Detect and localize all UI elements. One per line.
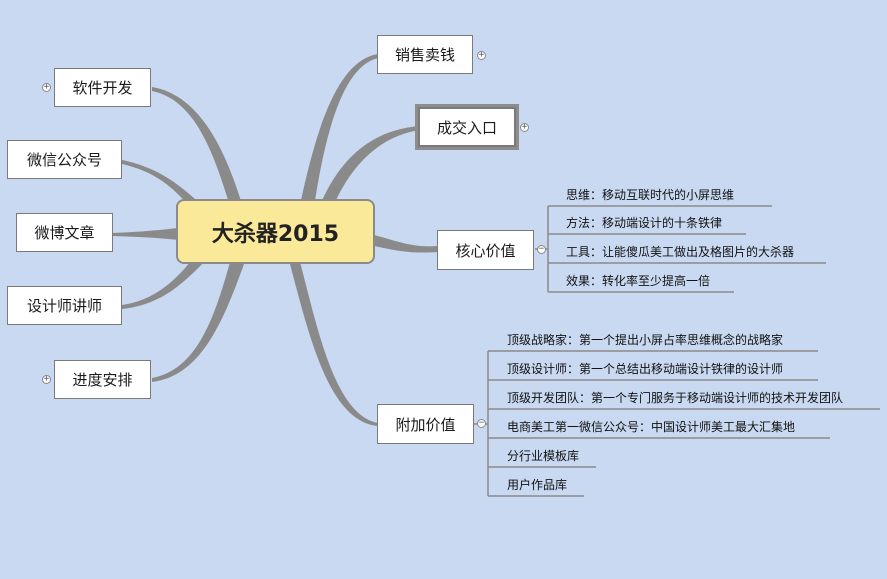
connector-core	[370, 234, 438, 253]
extra-item-template-library[interactable]: 分行业模板库	[507, 449, 580, 463]
topic-designer-talk[interactable]: 设计师讲师	[7, 286, 122, 325]
topic-deal-label: 成交入口	[436, 118, 497, 137]
topic-schedule-label: 进度安排	[72, 371, 133, 389]
core-item-method[interactable]: 方法：移动端设计的十条铁律	[566, 216, 723, 230]
extra-item-designer[interactable]: 顶级设计师：第一个总结出移动端设计铁律的设计师	[507, 362, 784, 376]
expand-sales-icon[interactable]: +	[477, 50, 486, 60]
connector-weibo	[113, 228, 178, 240]
extra-item-dev-team[interactable]: 顶级开发团队：第一个专门服务于移动端设计师的技术开发团队	[507, 391, 844, 405]
connector-extra	[290, 262, 378, 426]
connector-sales	[300, 54, 378, 207]
topic-designer-talk-label: 设计师讲师	[26, 297, 102, 315]
topic-deal[interactable]: 成交入口	[418, 107, 516, 147]
topic-schedule[interactable]: 进度安排	[54, 360, 151, 399]
expand-software-icon[interactable]: +	[42, 82, 51, 92]
extra-item-wechat-account[interactable]: 电商美工第一微信公众号：中国设计师美工最大汇集地	[507, 420, 796, 434]
core-item-thinking[interactable]: 思维：移动互联时代的小屏思维	[566, 188, 735, 202]
topic-wechat[interactable]: 微信公众号	[7, 140, 122, 179]
core-item-effect[interactable]: 效果：转化率至少提高一倍	[566, 274, 711, 288]
topic-core-value-label: 核心价值	[455, 241, 516, 260]
topic-extra-value[interactable]: 附加价值	[377, 404, 474, 444]
collapse-core-value-icon[interactable]: −	[537, 244, 546, 254]
root-topic-label: 大杀器2015	[211, 221, 340, 247]
connector-designer-talk	[122, 255, 206, 309]
expand-schedule-icon[interactable]: +	[42, 374, 51, 384]
connector-software	[152, 87, 242, 206]
connector-schedule	[152, 262, 244, 382]
topic-wechat-label: 微信公众号	[26, 151, 102, 169]
extra-item-user-works[interactable]: 用户作品库	[507, 478, 568, 492]
topic-sales-label: 销售卖钱	[394, 46, 455, 64]
extra-item-strategist[interactable]: 顶级战略家：第一个提出小屏占率思维概念的战略家	[507, 333, 784, 347]
topic-weibo-label: 微博文章	[34, 224, 95, 242]
topic-software-label: 软件开发	[72, 79, 133, 97]
expand-deal-icon[interactable]: +	[520, 122, 529, 132]
collapse-extra-value-icon[interactable]: −	[477, 418, 486, 428]
topic-extra-value-label: 附加价值	[395, 415, 456, 434]
core-item-tool[interactable]: 工具：让能傻瓜美工做出及格图片的大杀器	[566, 245, 795, 259]
topic-core-value[interactable]: 核心价值	[437, 230, 534, 270]
topic-software[interactable]: 软件开发	[54, 68, 151, 107]
topic-weibo[interactable]: 微博文章	[16, 213, 113, 252]
topic-sales[interactable]: 销售卖钱	[377, 35, 473, 74]
root-topic[interactable]: 大杀器2015	[176, 199, 375, 264]
